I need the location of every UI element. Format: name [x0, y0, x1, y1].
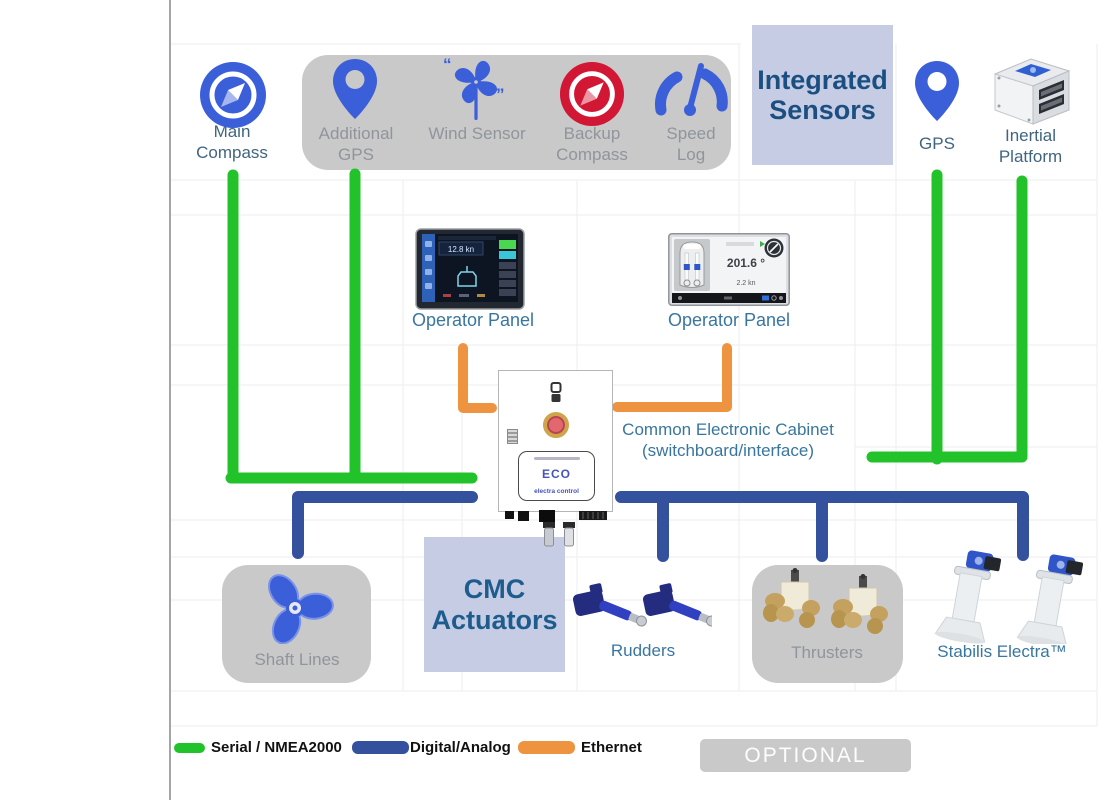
cmc-actuators-title: CMC Actuators	[431, 574, 558, 635]
cabinet-logo-panel: ECO electra control	[518, 451, 595, 501]
thruster-unit	[763, 568, 820, 628]
cabinet-brand-subtext: electra control	[534, 488, 579, 495]
panel1-speed-readout: 12.8 kn	[448, 245, 474, 254]
backup-compass-icon	[559, 61, 625, 127]
optional-badge: OPTIONAL	[700, 739, 911, 772]
wire-digital-right-bus	[615, 491, 1029, 561]
inertial-platform-image	[993, 58, 1071, 125]
cabinet-label-line1: Common Electronic Cabinet	[622, 420, 834, 439]
stabilis-electra-image	[934, 550, 1084, 644]
legend-digital-label: Digital/Analog	[410, 739, 511, 756]
legend-ethernet-label: Ethernet	[581, 739, 642, 756]
rudders-label: Rudders	[610, 641, 676, 660]
cabinet-small-print	[533, 457, 580, 460]
speed-log-label: Speed Log	[666, 124, 716, 164]
legend-digital-swatch	[352, 741, 409, 754]
stabilizer-unit	[1016, 554, 1084, 644]
integrated-sensors-box	[752, 25, 893, 165]
legend-serial-swatch	[174, 743, 205, 753]
cabinet-brand-text: ECO	[541, 467, 571, 481]
wire-ethernet-panel1	[458, 343, 497, 413]
wire-digital-shaft	[292, 491, 478, 559]
emergency-button-icon	[543, 412, 569, 438]
speed-log-icon	[655, 63, 728, 116]
rudder-unit	[572, 583, 647, 627]
shaft-lines-icon	[267, 574, 334, 644]
operator-panel-2-image: 201.6 ° 2.2 kn	[668, 233, 790, 306]
stabilizer-unit	[934, 550, 1002, 644]
ethernet-wires	[458, 343, 732, 413]
integrated-sensors-title: Integrated Sensors	[757, 64, 888, 126]
serial-wires	[225, 168, 1028, 484]
additional-gps-label: Additional GPS	[318, 124, 394, 164]
wire-ethernet-panel2	[612, 343, 732, 412]
digital-wires	[292, 491, 1029, 562]
panel2-speed-readout: 2.2 kn	[736, 280, 755, 287]
panel2-heading-readout: 201.6 °	[727, 256, 765, 270]
svg-text:“: “	[443, 55, 452, 74]
legend-serial-label: Serial / NMEA2000	[211, 739, 342, 756]
backup-compass-label: Backup Compass	[556, 124, 628, 164]
svg-text:”: ”	[496, 85, 505, 104]
common-electronic-cabinet: ECO electra control	[498, 370, 613, 547]
wind-sensor-icon: “ ”	[443, 55, 505, 120]
gps-label: GPS	[919, 134, 955, 153]
additional-gps-icon	[333, 59, 377, 119]
cabinet-latch-icon	[550, 382, 562, 402]
legend-ethernet-swatch	[518, 741, 575, 754]
thrusters-image	[763, 568, 888, 634]
operator-panel-2-label: Operator Panel	[667, 310, 791, 330]
cmc-actuators-box	[424, 537, 565, 672]
gps-icon	[915, 61, 959, 121]
main-compass-icon	[200, 62, 266, 128]
cabinet-label-line2: (switchboard/interface)	[642, 440, 814, 460]
operator-panel-1-label: Operator Panel	[411, 310, 535, 330]
wind-sensor-label: Wind Sensor	[428, 124, 526, 143]
rudder-unit	[642, 583, 712, 627]
cabinet-label: Common Electronic Cabinet (switchboard/i…	[608, 420, 848, 461]
cabinet-connectors	[505, 510, 607, 547]
operator-panel-1-image: 12.8 kn	[415, 228, 525, 310]
stabilis-electra-label: Stabilis Electra™	[937, 642, 1067, 661]
shaft-lines-label: Shaft Lines	[254, 650, 340, 669]
inertial-platform-label: Inertial Platform	[998, 126, 1063, 166]
rudders-image	[572, 583, 712, 627]
thruster-unit	[831, 574, 888, 634]
cabinet-vent	[507, 429, 518, 444]
thrusters-label: Thrusters	[791, 643, 863, 662]
